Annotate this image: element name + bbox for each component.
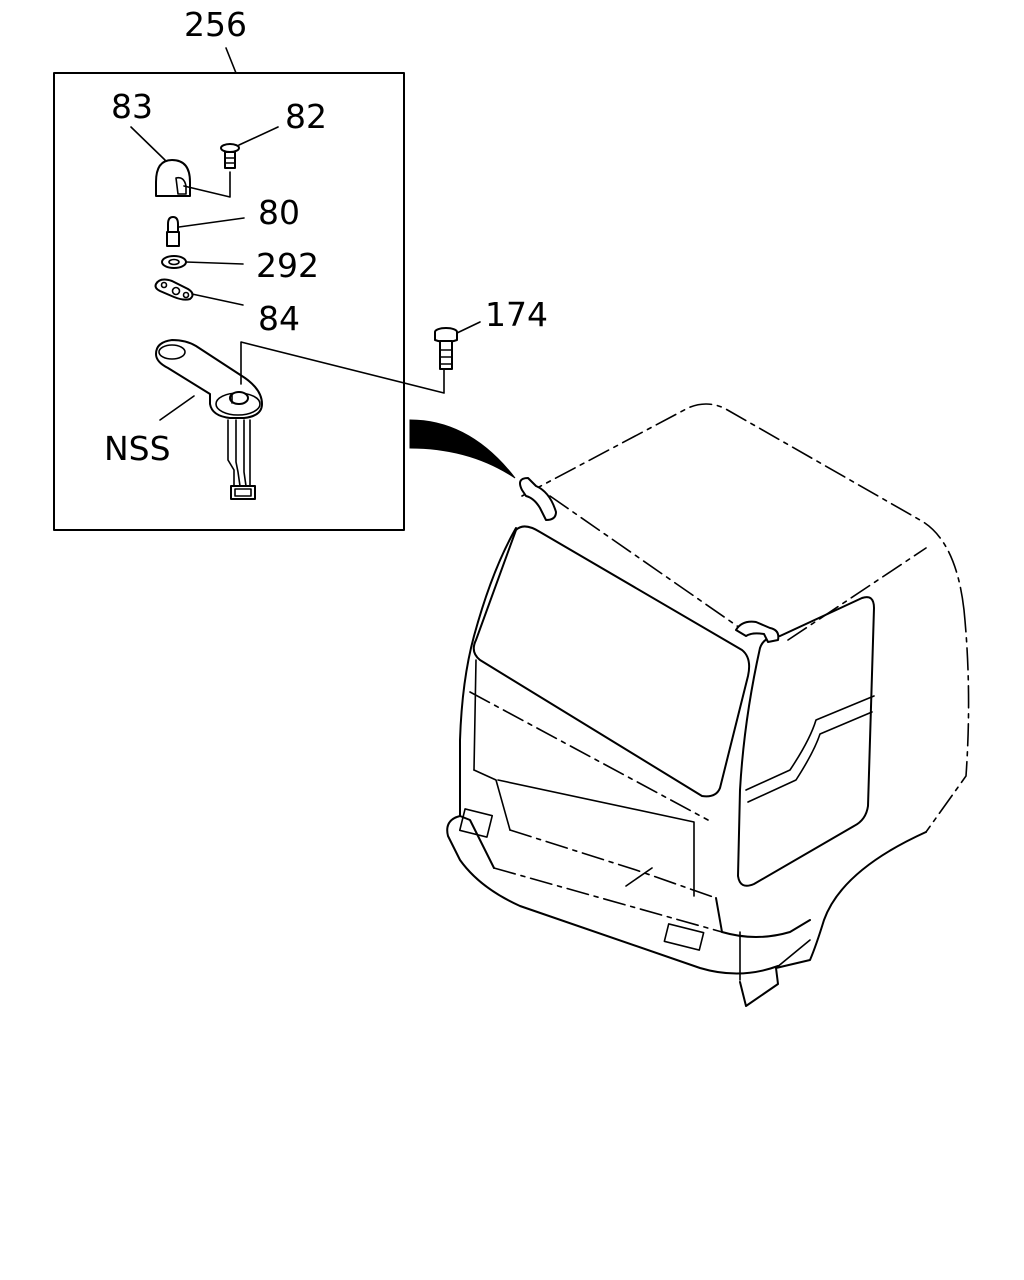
callout-256: 256 (184, 5, 247, 44)
assembly-frame (53, 47, 405, 531)
callout-nss: NSS (104, 429, 171, 468)
callout-84: 84 (258, 299, 300, 338)
washer-part (161, 255, 244, 269)
callout-292: 292 (256, 246, 319, 285)
gasket-part (154, 278, 244, 306)
location-arrow (409, 419, 516, 479)
callout-80: 80 (258, 193, 300, 232)
screw-part (220, 126, 279, 169)
bolt-part (434, 321, 481, 370)
callout-83: 83 (111, 87, 153, 126)
lens-cap-part (130, 126, 231, 198)
callout-174: 174 (485, 295, 548, 334)
lamp-body-part (155, 339, 445, 500)
truck-cab (446, 403, 970, 1007)
bulb-part (166, 216, 245, 247)
callout-82: 82 (285, 97, 327, 136)
